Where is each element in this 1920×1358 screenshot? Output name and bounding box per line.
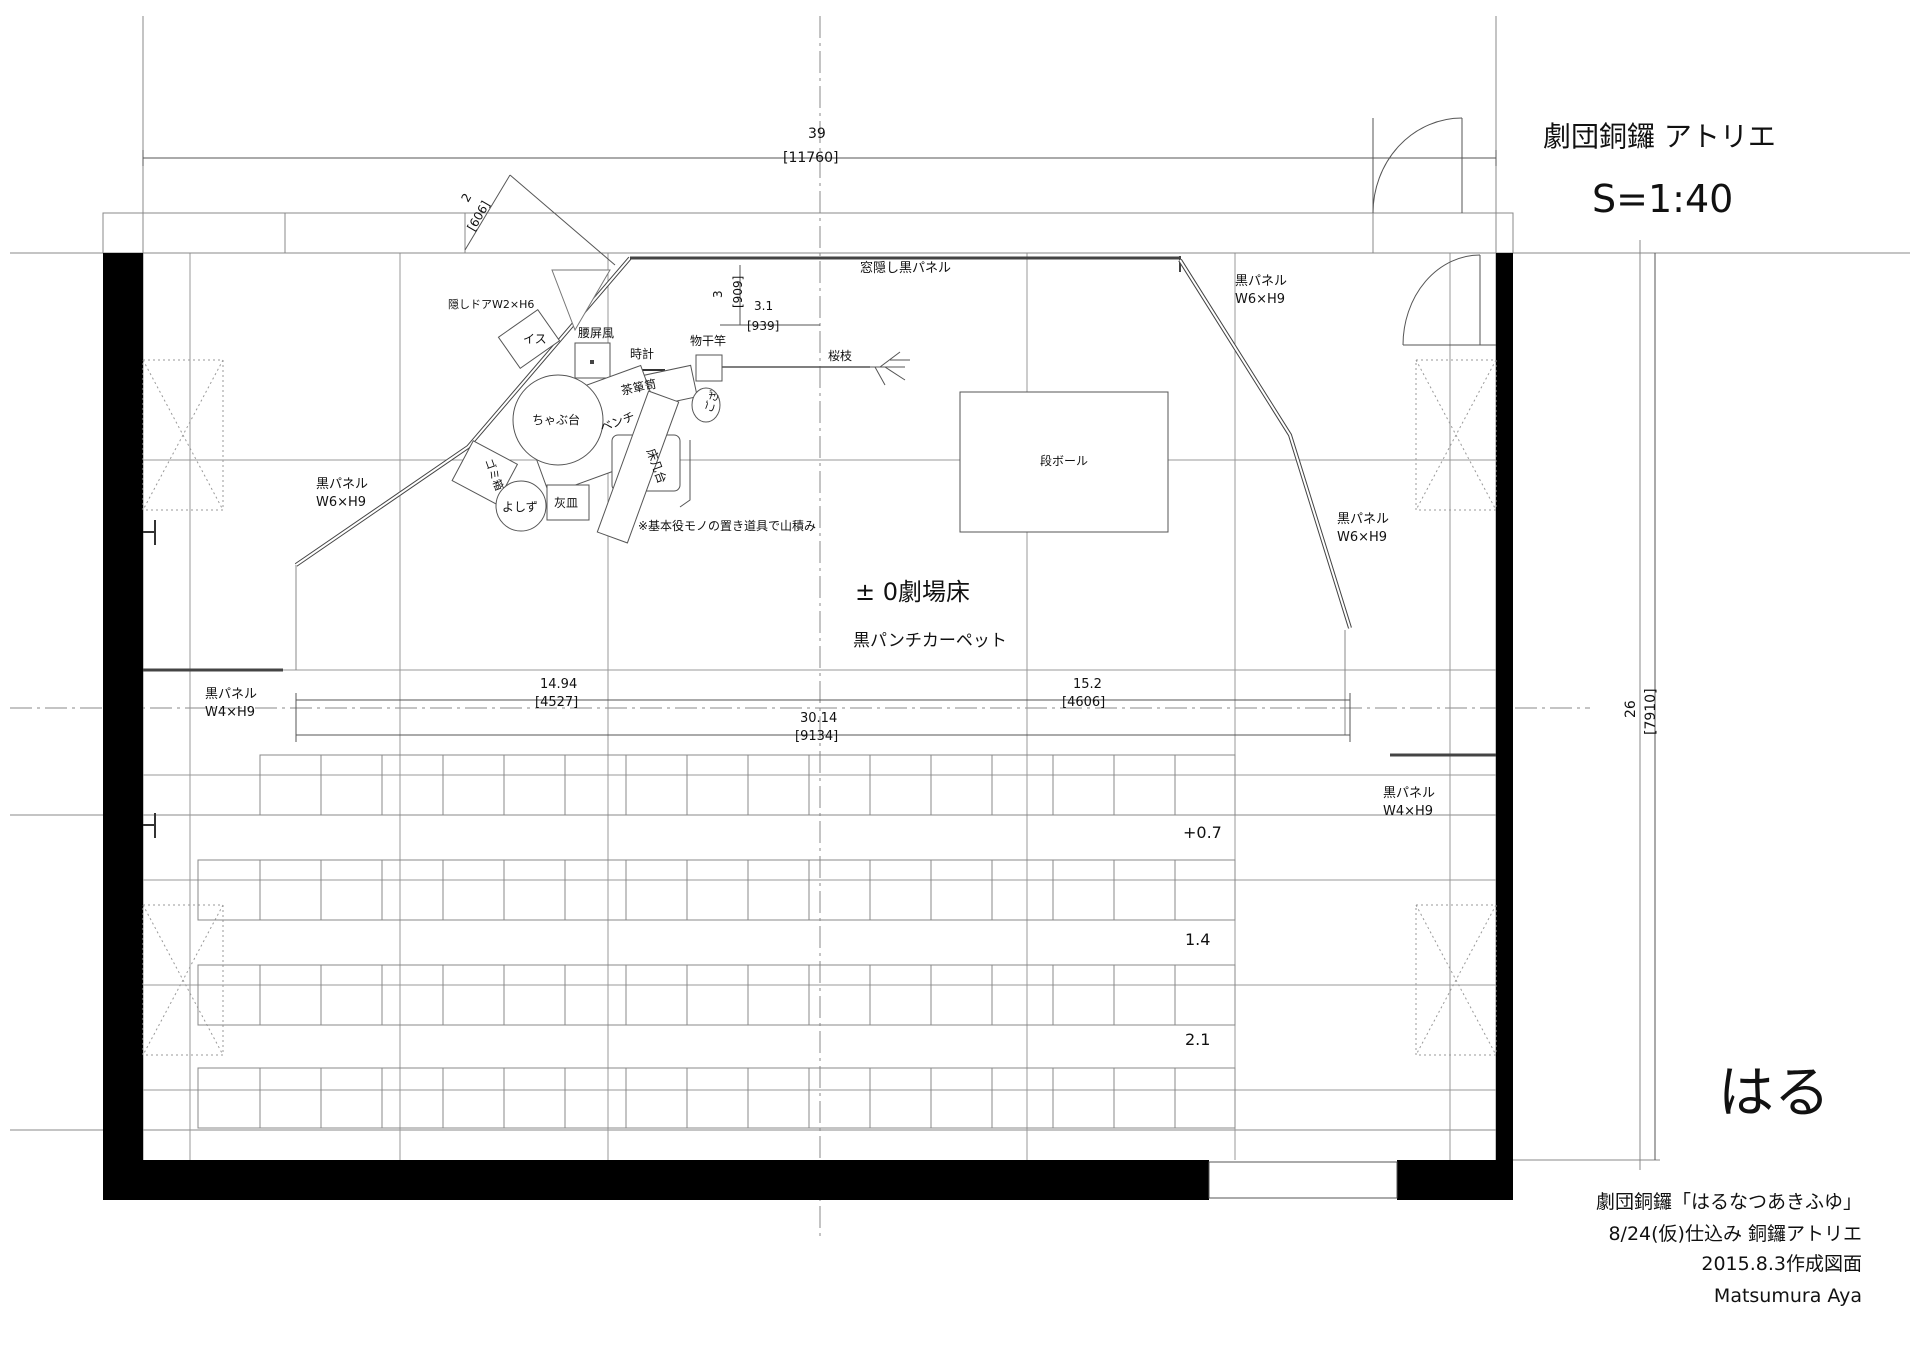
riser-row [197,1067,1236,1129]
dim-right-span-mm: [4606] [1062,695,1105,710]
label-chadansu: 茶箪笥 [620,376,658,398]
label-panel-left-lower-size: W4×H9 [205,705,255,720]
wall-ticks [143,520,156,838]
dim-left-span: 14.94 [540,677,577,692]
label-hidden-door: 隠しドアW2×H6 [448,298,534,311]
seating-risers [197,754,1236,1129]
footer-line-1: 劇団銅鑼「はるなつあきふゆ」 [1596,1191,1862,1213]
label-props-note: ※基本役モノの置き道具で山積み [638,518,816,533]
label-floor-level: ± 0劇場床 [855,578,970,606]
top-wall [102,212,1514,254]
label-yoshizu: よしず [502,500,538,514]
label-cardboard: 段ボール [1040,453,1088,468]
black-walls [103,253,1513,1200]
footer-author: Matsumura Aya [1714,1285,1862,1307]
riser-row [197,964,1236,1026]
riser-row [197,859,1236,921]
label-riser-2: 1.4 [1185,930,1210,949]
label-chair: イス [523,332,547,346]
label-window-panel: 窓隠し黒パネル [860,260,951,276]
label-panel-left-upper: 黒パネル [316,477,368,492]
label-monohoshi: 物干竿 [690,333,726,348]
label-riser-1: +0.7 [1183,823,1222,842]
label-carpet: 黒パンチカーペット [853,631,1007,651]
dim-width-mm: [11760] [783,150,838,166]
dim-width: 39 [808,126,826,142]
dim-win-drop: 3 [711,290,725,298]
header: 劇団銅鑼 アトリエ S=1:40 [1543,120,1776,221]
footer-line-3: 2015.8.3作成図面 [1701,1253,1862,1275]
label-panel-right-lower: 黒パネル [1383,786,1435,801]
dim-stage-span: 30.14 [800,711,837,726]
dimension-lines [142,150,1656,1160]
label-clock: 時計 [630,346,654,361]
label-panel-left-upper-size: W6×H9 [316,495,366,510]
label-panel-right-mid: 黒パネル [1337,512,1389,527]
dim-depth-mm: [7910] [1643,688,1659,735]
dim-win-off: 3.1 [754,299,773,313]
stage-outline [295,565,1346,735]
label-panel-right-upper: 黒パネル [1235,274,1287,289]
dim-left-span-mm: [4527] [535,695,578,710]
footer: はる 劇団銅鑼「はるなつあきふゆ」 8/24(仮)仕込み 銅鑼アトリエ 2015… [1596,1061,1862,1307]
plan-scale: S=1:40 [1592,177,1733,221]
label-panel-right-upper-size: W6×H9 [1235,292,1285,307]
play-title: はる [1718,1061,1830,1126]
label-panel-right-lower-size: W4×H9 [1383,804,1433,819]
props [451,308,1169,544]
door-top-right [1372,117,1463,214]
door-right-inner [1402,254,1496,346]
label-panel-left-lower: 黒パネル [205,687,257,702]
dim-win-drop-mm: [909] [731,276,745,308]
dim-door-diag: 2 [458,191,474,205]
footer-line-2: 8/24(仮)仕込み 銅鑼アトリエ [1608,1223,1862,1245]
dim-depth: 26 [1623,700,1639,718]
label-haizara: 灰皿 [554,496,578,510]
label-koshi-byobu: 腰屏風 [578,326,614,340]
hidden-door [551,269,611,332]
label-sakura: 桜枝 [828,348,852,363]
riser-labels: +0.7 1.4 2.1 [1183,823,1222,1049]
panel-labels: 黒パネル W6×H9 黒パネル W6×H9 黒パネル W6×H9 黒パネル W4… [205,274,1435,819]
dim-win-off-mm: [939] [747,319,779,333]
label-riser-3: 2.1 [1185,1030,1210,1049]
prop-labels: 隠しドアW2×H6 イス 腰屏風 時計 物干竿 桜枝 窓隠し黒パネル ちゃぶ台 … [448,260,1088,651]
label-panel-right-mid-size: W6×H9 [1337,530,1387,545]
dim-right-span: 15.2 [1073,677,1102,692]
column-markers [142,359,1497,1056]
plan-title: 劇団銅鑼 アトリエ [1543,120,1776,153]
dimension-labels: 39 [11760] 2 [606] 3 [909] 3.1 [939] 14.… [458,126,1659,744]
label-chabudai: ちゃぶ台 [532,412,580,427]
dim-stage-span-mm: [9134] [795,729,838,744]
